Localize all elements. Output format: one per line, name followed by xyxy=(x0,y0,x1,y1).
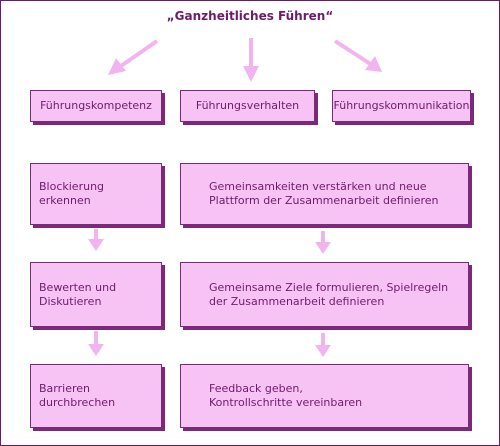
box-bewerten-diskutieren: Bewerten und Diskutieren xyxy=(30,262,162,327)
arrow-right-2 xyxy=(315,333,331,357)
box-fuehrungskompetenz: Führungskompetenz xyxy=(30,90,162,122)
box-gemeinsame-ziele: Gemeinsame Ziele formulieren, Spielregel… xyxy=(180,262,469,327)
arrow-left-2 xyxy=(88,331,104,356)
box-feedback-geben: Feedback geben, Kontrollschritte vereinb… xyxy=(180,364,469,428)
box-blockierung-erkennen: Blockierung erkennen xyxy=(30,163,162,225)
box-barrieren-durchbrechen: Barrieren durchbrechen xyxy=(30,364,162,428)
diagram-title: „Ganzheitliches Führen“ xyxy=(166,9,334,23)
box-gemeinsamkeiten-verstaerken: Gemeinsamkeiten verstärken und neue Plat… xyxy=(180,163,469,225)
arrow-to-fuehrungsverhalten xyxy=(243,38,259,82)
arrow-to-fuehrungskompetenz xyxy=(108,39,159,75)
box-fuehrungsverhalten: Führungsverhalten xyxy=(180,90,315,122)
arrow-left-1 xyxy=(88,229,104,251)
box-fuehrungskommunikation: Führungskommunikation xyxy=(332,90,471,122)
arrow-right-1 xyxy=(315,231,331,254)
arrow-to-fuehrungskommunikation xyxy=(333,39,382,72)
